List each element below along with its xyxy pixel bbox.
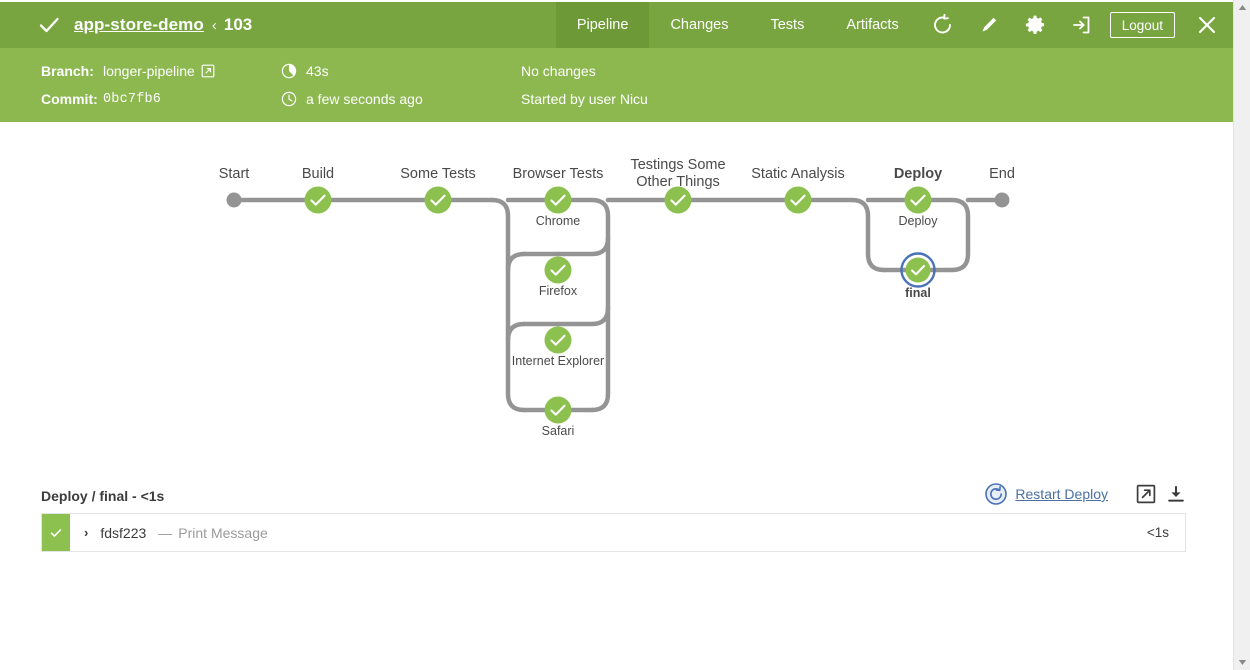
stage-label-browser-tests: Browser Tests bbox=[512, 166, 604, 182]
scroll-up-arrow-icon[interactable] bbox=[1234, 0, 1250, 15]
node-static-analysis bbox=[784, 186, 812, 214]
node-label-internet-explorer: Internet Explorer bbox=[511, 354, 605, 368]
branch-row: Branch: longer-pipeline bbox=[41, 57, 215, 85]
clock-icon bbox=[281, 91, 297, 107]
edit-pencil-icon[interactable] bbox=[966, 2, 1012, 48]
node-some-tests bbox=[424, 186, 452, 214]
gear-icon[interactable] bbox=[1012, 2, 1058, 48]
tab-artifacts[interactable]: Artifacts bbox=[846, 17, 899, 33]
meta-changes: No changes Started by user Nicu bbox=[521, 57, 648, 113]
stage-label-static-analysis: Static Analysis bbox=[751, 166, 845, 182]
stage-label-start: Start bbox=[218, 166, 250, 182]
node-build bbox=[304, 186, 332, 214]
external-link-icon[interactable] bbox=[201, 64, 215, 78]
node-safari bbox=[544, 396, 572, 424]
node-label-chrome: Chrome bbox=[535, 214, 581, 228]
open-external-icon[interactable] bbox=[1136, 484, 1156, 504]
stage-label-some-tests: Some Tests bbox=[400, 166, 476, 182]
login-arrow-icon[interactable] bbox=[1058, 2, 1104, 48]
relative-time-value: a few seconds ago bbox=[306, 91, 423, 107]
branch-value: longer-pipeline bbox=[103, 63, 195, 79]
download-icon[interactable] bbox=[1166, 484, 1186, 504]
tab-pipeline[interactable]: Pipeline bbox=[555, 2, 650, 48]
run-meta-bar: Branch: longer-pipeline Commit: 0bc7fb6 bbox=[0, 48, 1233, 122]
restart-circle-icon[interactable] bbox=[985, 483, 1008, 505]
log-actions: Restart Deploy bbox=[985, 483, 1186, 505]
changes-row: No changes bbox=[521, 57, 648, 85]
header-nav: Pipeline Changes Tests Artifacts bbox=[555, 2, 1233, 48]
node-testings-some-other-things bbox=[664, 186, 692, 214]
node-internet-explorer bbox=[544, 326, 572, 354]
log-separator-dash: — bbox=[158, 524, 173, 541]
node-deploy bbox=[904, 186, 932, 214]
duration-value: 43s bbox=[306, 63, 329, 79]
duration-row: 43s bbox=[281, 57, 423, 85]
node-label-final: final bbox=[905, 286, 931, 300]
commit-row: Commit: 0bc7fb6 bbox=[41, 85, 215, 113]
node-chrome bbox=[544, 186, 572, 214]
node-final bbox=[900, 252, 936, 288]
logout-button[interactable]: Logout bbox=[1109, 12, 1175, 38]
node-start-dot bbox=[226, 192, 242, 208]
chevron-left-icon: ‹ bbox=[211, 16, 217, 34]
changes-text: No changes bbox=[521, 63, 596, 79]
stage-label-build: Build bbox=[301, 166, 335, 182]
log-step-message: Print Message bbox=[178, 524, 268, 541]
log-title: Deploy / final - <1s bbox=[41, 488, 165, 504]
check-icon bbox=[38, 14, 60, 36]
project-link[interactable]: app-store-demo bbox=[74, 15, 204, 34]
table-row[interactable]: › fdsf223 — Print Message <1s bbox=[41, 513, 1186, 552]
step-status-check-icon bbox=[42, 514, 70, 551]
run-identity: app-store-demo ‹ 103 bbox=[0, 2, 556, 48]
stage-label-testings-some-other-things: Testings Some Other Things bbox=[630, 157, 726, 190]
node-firefox bbox=[544, 256, 572, 284]
node-label-firefox: Firefox bbox=[538, 284, 578, 298]
scroll-down-arrow-icon[interactable] bbox=[1234, 655, 1250, 670]
run-number: 103 bbox=[223, 15, 253, 34]
restart-deploy-link[interactable]: Restart Deploy bbox=[1015, 486, 1108, 502]
node-label-deploy: Deploy bbox=[898, 214, 938, 228]
pipeline-graph: Start Build Some Tests Browser Tests Tes… bbox=[0, 122, 1233, 472]
branch-label: Branch: bbox=[41, 63, 94, 79]
expand-caret-icon[interactable]: › bbox=[84, 525, 89, 540]
meta-timing: 43s a few seconds ago bbox=[281, 57, 423, 113]
node-label-safari: Safari bbox=[541, 424, 575, 438]
pipeline-graph-edges bbox=[226, 186, 1010, 424]
log-step-name: fdsf223 bbox=[100, 524, 147, 541]
tab-tests[interactable]: Tests bbox=[770, 17, 805, 33]
duration-pie-icon bbox=[281, 63, 297, 79]
top-header-bar: app-store-demo ‹ 103 Pipeline Changes Te… bbox=[0, 2, 1233, 48]
stage-label-deploy: Deploy bbox=[893, 166, 943, 182]
node-end-dot bbox=[994, 192, 1010, 208]
rerun-icon[interactable] bbox=[920, 2, 966, 48]
meta-branch-commit: Branch: longer-pipeline Commit: 0bc7fb6 bbox=[41, 57, 215, 113]
started-by-text: Started by user Nicu bbox=[521, 91, 648, 107]
started-by-row: Started by user Nicu bbox=[521, 85, 648, 113]
close-icon[interactable] bbox=[1181, 2, 1233, 48]
time-row: a few seconds ago bbox=[281, 85, 423, 113]
log-step-duration: <1s bbox=[1146, 525, 1169, 540]
commit-label: Commit: bbox=[41, 91, 98, 107]
vertical-scrollbar[interactable] bbox=[1233, 0, 1250, 670]
commit-value: 0bc7fb6 bbox=[103, 91, 162, 107]
stage-label-end: End bbox=[989, 166, 1015, 182]
tab-changes[interactable]: Changes bbox=[670, 17, 729, 33]
